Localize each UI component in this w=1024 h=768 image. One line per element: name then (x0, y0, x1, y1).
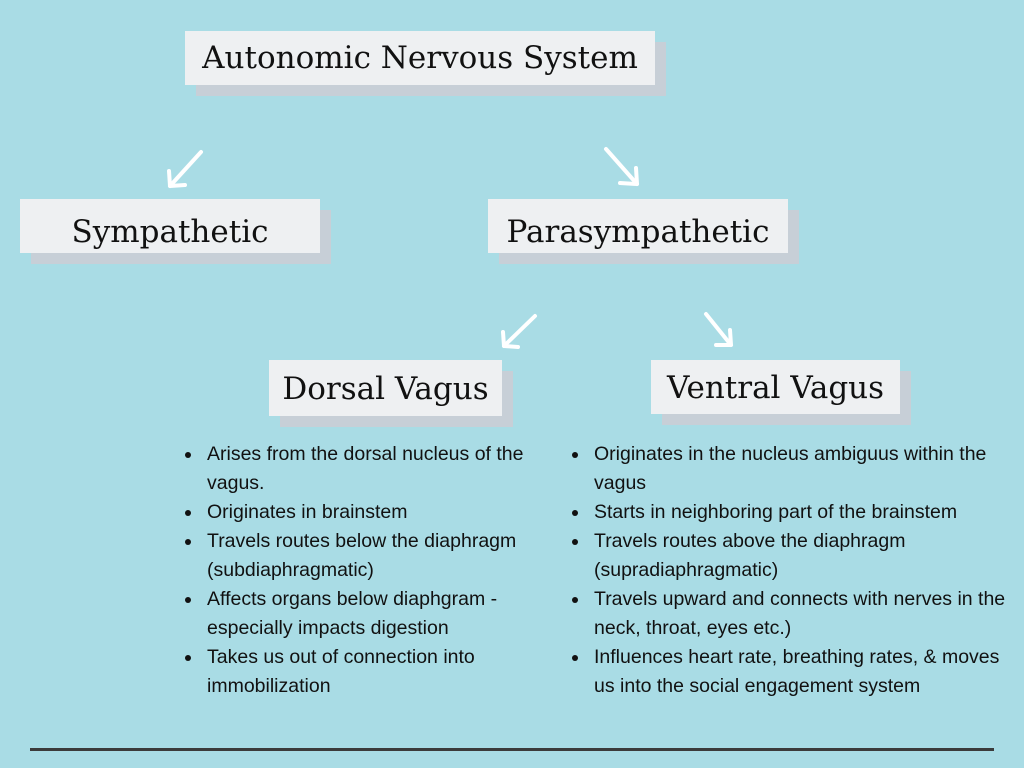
dorsal-vagus-bullet-list: Arises from the dorsal nucleus of the va… (181, 440, 555, 701)
node-dorsal-vagus-label: Dorsal Vagus (282, 371, 489, 407)
list-item: Travels routes above the diaphragm (supr… (590, 527, 1020, 585)
node-ventral-vagus-label: Ventral Vagus (666, 370, 885, 406)
root-node-label: Autonomic Nervous System (202, 40, 638, 76)
arrow-to-ventral-vagus-icon (704, 312, 733, 347)
arrow-to-dorsal-vagus-icon (501, 314, 537, 349)
list-item: Originates in the nucleus ambiguus withi… (590, 440, 1020, 498)
node-parasympathetic-label: Parasympathetic (506, 214, 770, 250)
list-item: Originates in brainstem (203, 498, 555, 527)
node-parasympathetic: Parasympathetic (488, 199, 788, 253)
node-sympathetic-label: Sympathetic (71, 214, 269, 250)
list-item: Influences heart rate, breathing rates, … (590, 643, 1020, 701)
node-ventral-vagus: Ventral Vagus (651, 360, 900, 414)
node-dorsal-vagus: Dorsal Vagus (269, 360, 502, 416)
root-node-autonomic-nervous-system: Autonomic Nervous System (185, 31, 655, 85)
node-sympathetic: Sympathetic (20, 199, 320, 253)
bottom-divider (30, 748, 994, 751)
list-item: Takes us out of connection into immobili… (203, 643, 555, 701)
list-item: Travels upward and connects with nerves … (590, 585, 1020, 643)
list-item: Starts in neighboring part of the brains… (590, 498, 1020, 527)
list-item: Travels routes below the diaphragm (subd… (203, 527, 555, 585)
arrow-to-sympathetic-icon (167, 150, 203, 188)
ventral-vagus-bullet-list: Originates in the nucleus ambiguus withi… (568, 440, 1020, 701)
list-item: Affects organs below diaphgram - especia… (203, 585, 555, 643)
list-item: Arises from the dorsal nucleus of the va… (203, 440, 555, 498)
arrow-to-parasympathetic-icon (604, 147, 639, 186)
